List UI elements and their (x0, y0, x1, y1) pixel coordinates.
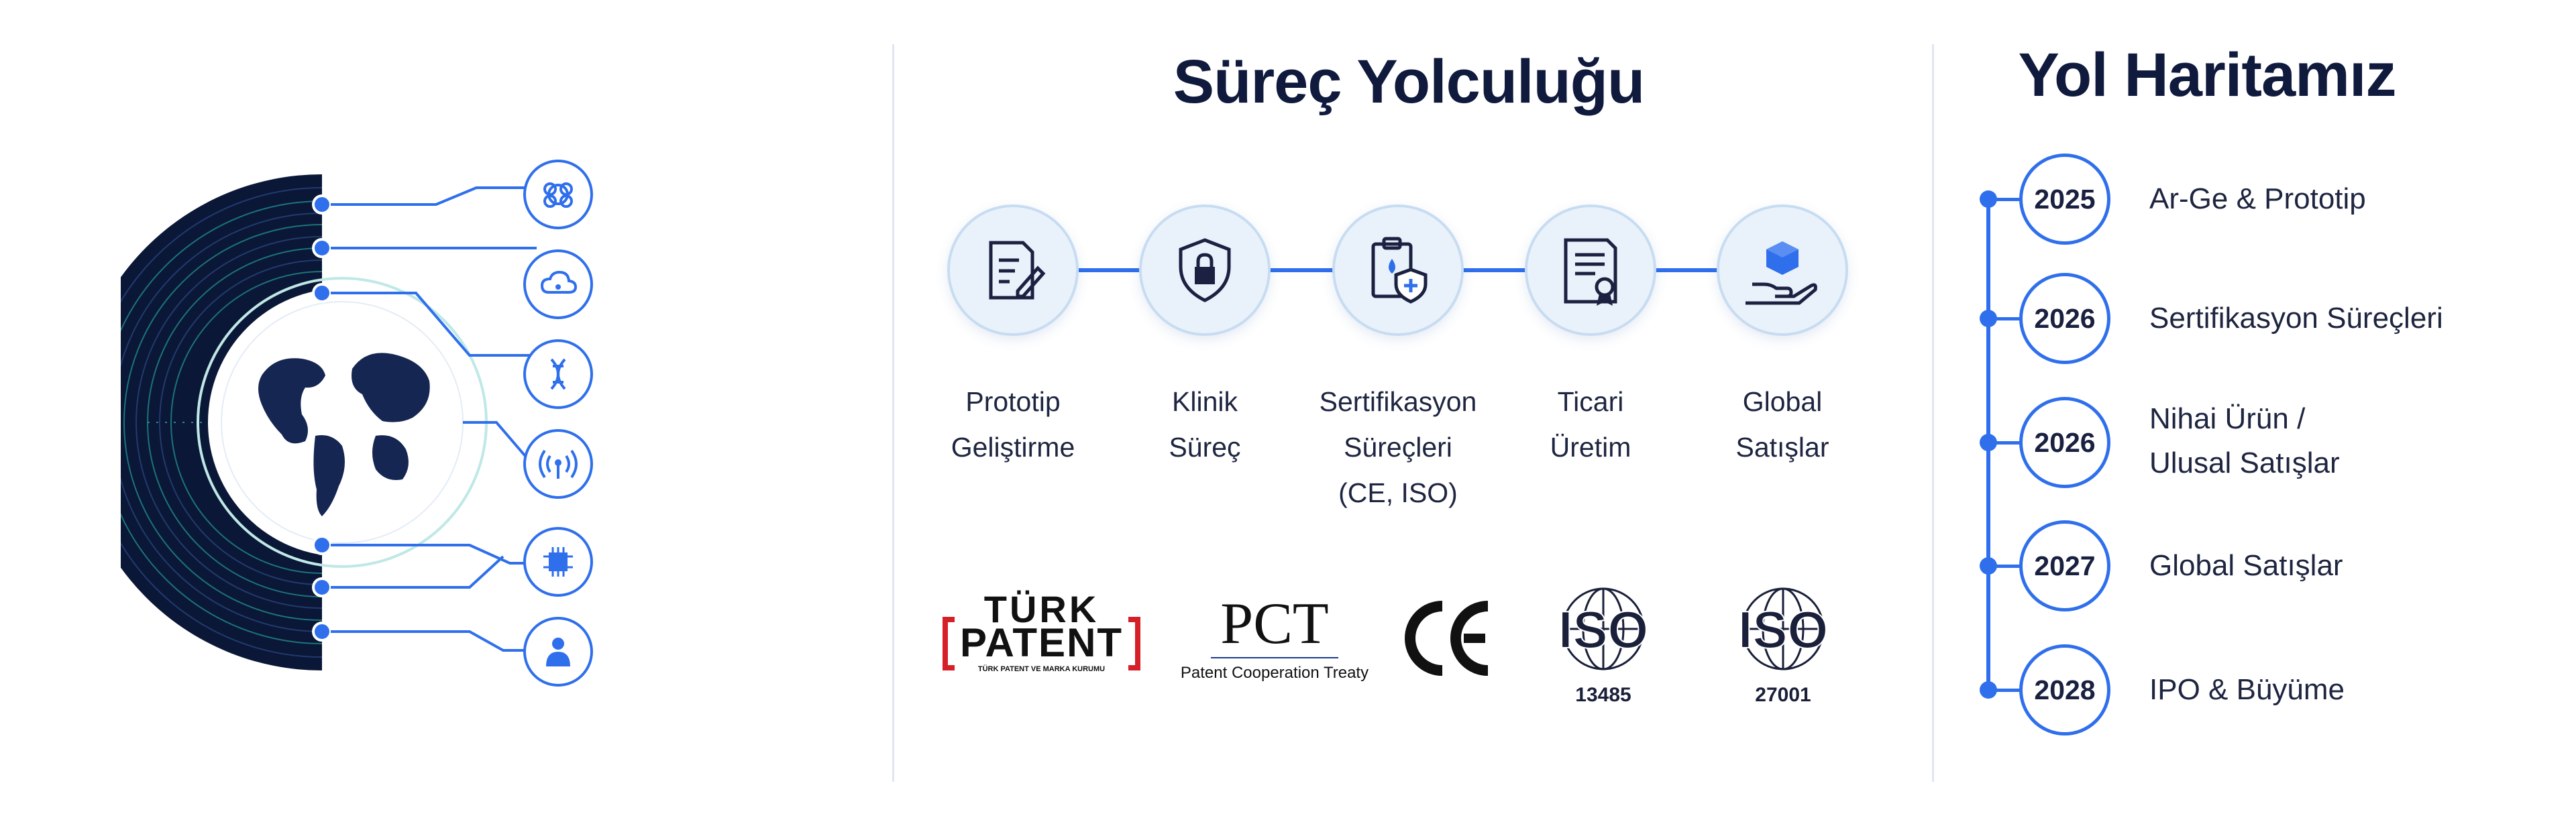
roadmap-label: Global Satışlar (2149, 549, 2343, 582)
globe-illustration (121, 154, 631, 691)
iso-globe (1741, 587, 1825, 670)
roadmap-tick (1990, 317, 2022, 320)
step-certification-circle (1332, 204, 1464, 336)
roadmap-year-2025: 2025 (2019, 154, 2110, 245)
cloud-icon (523, 249, 593, 319)
roadmap-year-2027: 2027 (2019, 520, 2110, 611)
roadmap-tick (1990, 441, 2022, 445)
brain-icon (523, 160, 593, 229)
iso1-text: ISO (1558, 599, 1649, 660)
turk-patent-logo: TÜRK PATENT TÜRK PATENT VE MARKA KURUMU (943, 588, 1140, 684)
wireless-signal-icon (523, 429, 593, 499)
document-pencil-icon (989, 241, 1046, 300)
step-label-clinical: Klinik Süreç (1169, 386, 1241, 463)
divider-right (1932, 44, 1934, 782)
roadmap-year-2028: 2028 (2019, 644, 2110, 736)
divider-left (892, 44, 894, 782)
certificate-icon (1564, 238, 1617, 306)
dna-icon (523, 339, 593, 409)
shield-lock-icon (1179, 238, 1231, 302)
roadmap-label: Nihai Ürün / Ulusal Satışlar (2149, 402, 2340, 479)
step-label-commercial: Ticari Üretim (1550, 386, 1631, 463)
turk-patent-line1: TÜRK (983, 588, 1099, 630)
pct-logo: PCT Patent Cooperation Treaty (1171, 590, 1379, 684)
process-title: Süreç Yolculuğu (1173, 48, 1645, 116)
iso-13485-logo: ISO 13485 (1550, 582, 1657, 716)
roadmap-title: Yol Haritamız (2018, 41, 2397, 109)
chip-icon (523, 527, 593, 597)
roadmap-label: IPO & Büyüme (2149, 673, 2345, 706)
step-prototype-circle (947, 204, 1079, 336)
roadmap-label: Sertifikasyon Süreçleri (2149, 302, 2443, 335)
roadmap-label: Ar-Ge & Prototip (2149, 182, 2366, 215)
iso-globe (1562, 587, 1645, 670)
hand-cube-icon (1746, 241, 1817, 305)
ce-logo (1402, 598, 1496, 679)
step-label-prototype: Prototip Geliştirme (951, 386, 1075, 463)
step-clinical-circle (1139, 204, 1271, 336)
pct-main: PCT (1220, 591, 1329, 656)
pct-sub: Patent Cooperation Treaty (1180, 664, 1369, 682)
globe-graphic (121, 174, 538, 670)
roadmap-year-2026: 2026 (2019, 273, 2110, 364)
step-label-certification: Sertifikasyon Süreçleri (CE, ISO) (1319, 386, 1477, 508)
clipboard-shield-icon (1371, 237, 1428, 304)
roadmap-tick (1990, 689, 2022, 692)
iso2-number: 27001 (1755, 684, 1811, 706)
turk-patent-line2: PATENT (959, 620, 1124, 665)
step-global-circle (1717, 204, 1848, 336)
iso2-text: ISO (1737, 599, 1829, 660)
iso-27001-logo: ISO 27001 (1729, 582, 1837, 716)
roadmap-tick (1990, 565, 2022, 568)
step-label-global: Global Satışlar (1735, 386, 1829, 463)
roadmap-tick (1990, 198, 2022, 201)
ce-mark (1405, 601, 1489, 676)
roadmap-year-2026b: 2026 (2019, 397, 2110, 488)
step-commercial-circle (1525, 204, 1656, 336)
iso1-number: 13485 (1575, 684, 1631, 706)
turk-patent-sub: TÜRK PATENT VE MARKA KURUMU (977, 665, 1106, 673)
person-icon (523, 617, 593, 687)
